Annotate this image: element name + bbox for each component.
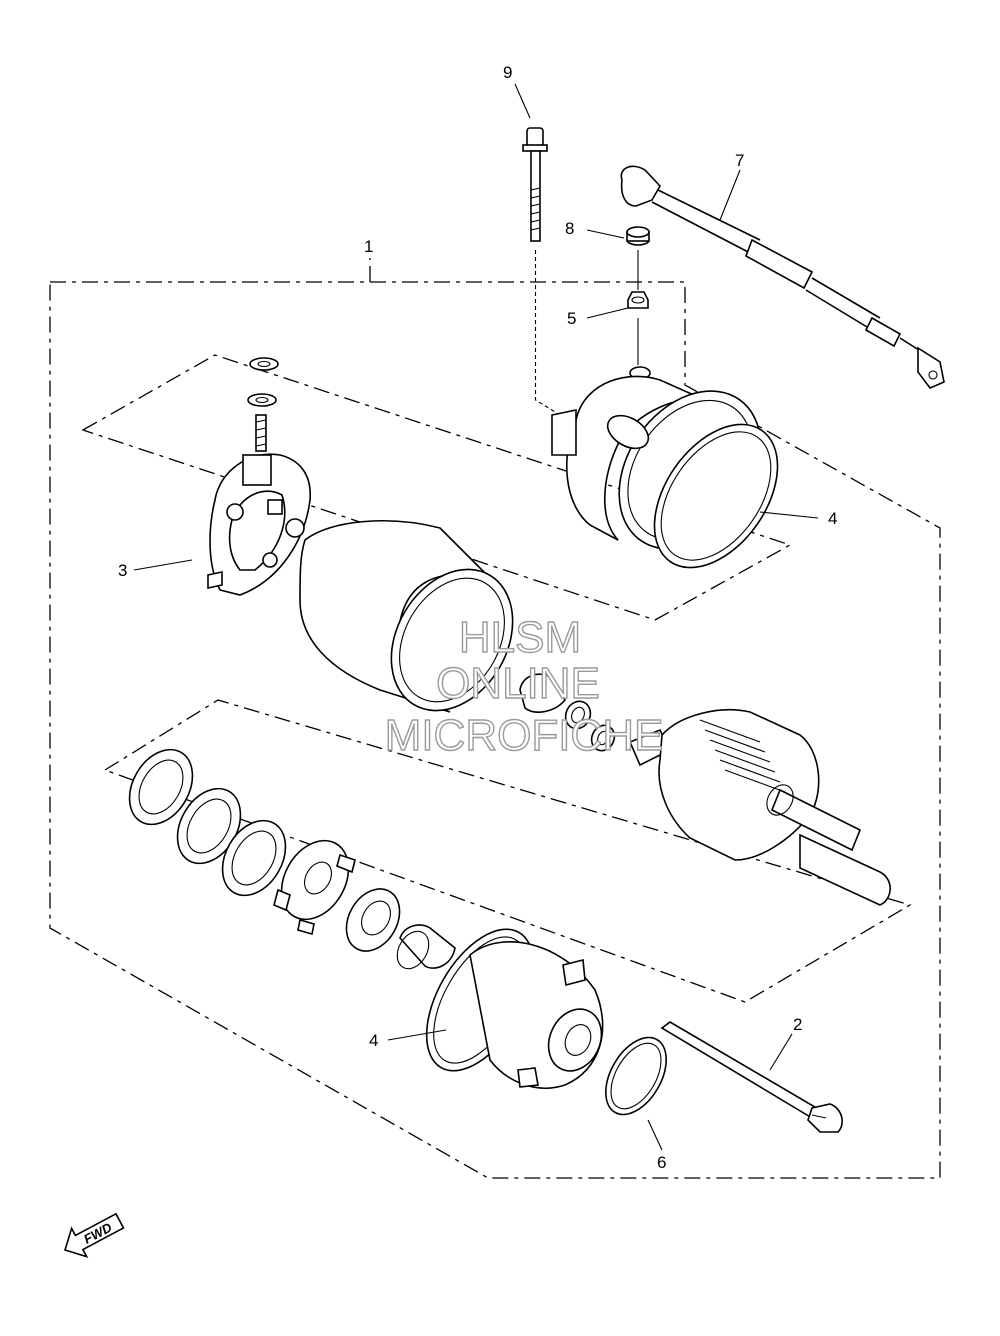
callout-2: 2 [793, 1015, 802, 1034]
watermark-line-2: ONLINE [436, 659, 600, 708]
thrust-washers [128, 748, 287, 897]
armature [628, 708, 891, 906]
long-bolt [522, 127, 561, 416]
callout-5: 5 [567, 309, 576, 328]
callout-4-lower: 4 [369, 1031, 378, 1050]
nut-washer-stack [626, 226, 651, 380]
callout-9: 9 [503, 63, 512, 82]
bush-and-washers [519, 673, 616, 752]
lock-plate [273, 839, 356, 936]
fwd-arrow-icon: FWD [64, 1212, 125, 1258]
leader-lines [133, 83, 819, 1151]
bearings [345, 888, 456, 970]
brush-holder [207, 357, 311, 596]
watermark-line-3: MICROFICHE [385, 711, 664, 760]
o-ring [605, 1036, 667, 1116]
front-cover [425, 928, 604, 1089]
assembly-outline [49, 258, 941, 1179]
starter-cable [620, 165, 945, 389]
yoke [299, 520, 514, 713]
lower-subassembly-outline [103, 699, 912, 1003]
through-bolt [660, 1021, 843, 1133]
callout-3: 3 [118, 561, 127, 580]
callout-6: 6 [657, 1153, 666, 1172]
callout-7: 7 [735, 151, 744, 170]
watermark-line-1: HLSM [459, 613, 581, 662]
callout-1: 1 [364, 237, 373, 256]
callout-8: 8 [565, 219, 574, 238]
rear-cover [551, 375, 779, 569]
callout-4-upper: 4 [828, 509, 837, 528]
